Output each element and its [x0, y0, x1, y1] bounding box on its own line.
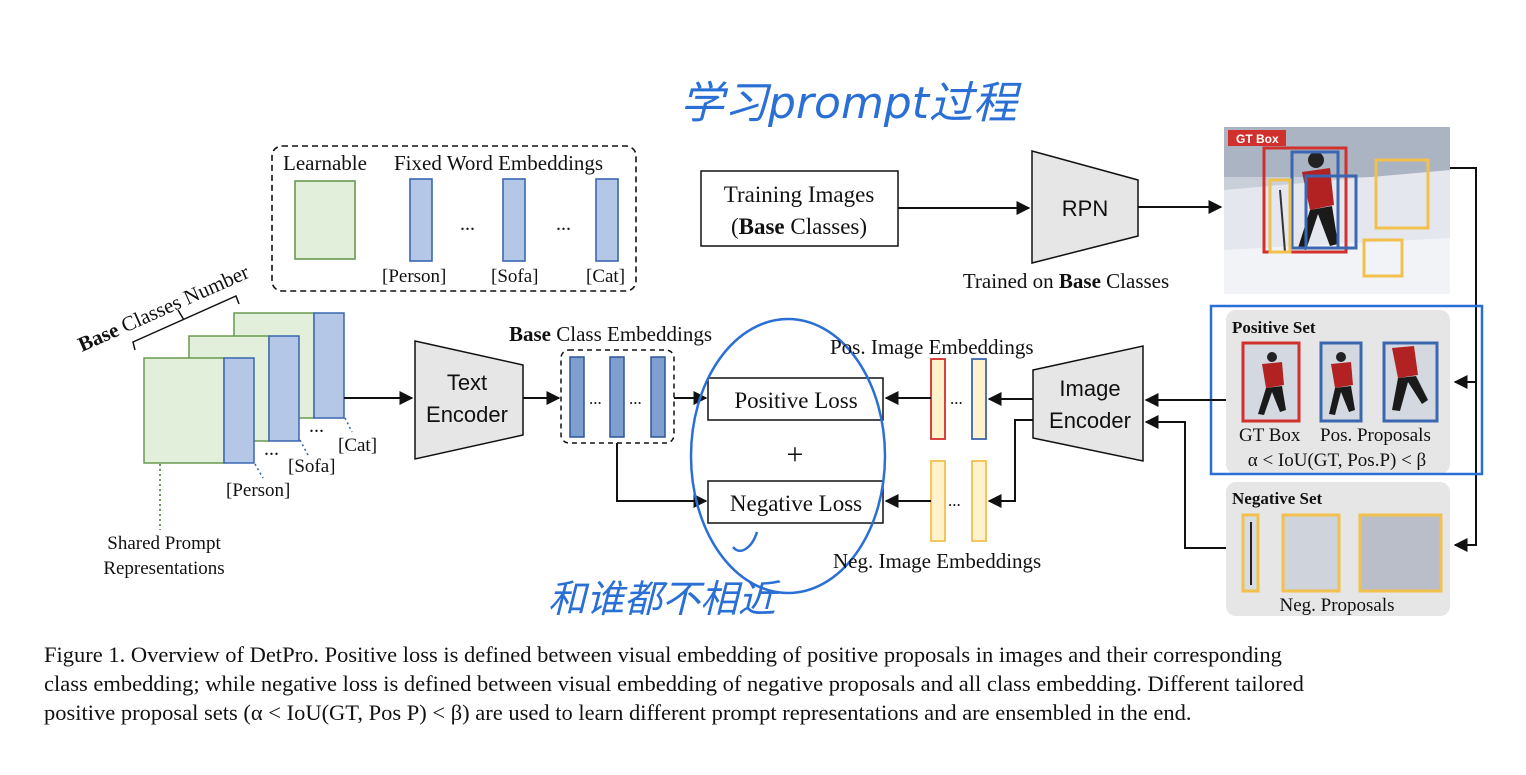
- ellipsis: ...: [460, 213, 475, 235]
- figure-caption: Figure 1. Overview of DetPro. Positive l…: [44, 640, 1484, 727]
- plus-sign: +: [787, 438, 804, 471]
- gt-box-tag: GT Box: [1236, 132, 1279, 146]
- ellipsis: ...: [556, 213, 571, 235]
- dots: ...: [950, 389, 963, 408]
- rpn-block: [1031, 150, 1139, 264]
- caption-line: Figure 1. Overview of DetPro. Positive l…: [44, 642, 1282, 667]
- sofa-word-embedding: [502, 178, 526, 262]
- detection-image: GT Box: [1224, 127, 1450, 294]
- person-word-embedding: [409, 178, 433, 262]
- dots: ...: [264, 438, 279, 460]
- arrow: [616, 443, 708, 508]
- shared-prompt-label: Representations: [103, 558, 224, 579]
- pos-proposal-crop: [1382, 341, 1439, 423]
- negative-loss-label: Negative Loss: [730, 491, 862, 516]
- gt-box-caption: GT Box: [1239, 425, 1301, 446]
- sofa-label: [Sofa]: [491, 266, 538, 287]
- person-label: [Person]: [382, 266, 446, 287]
- gt-crop: [1241, 341, 1301, 423]
- pos-proposal-crop: [1319, 341, 1363, 423]
- dots: ...: [948, 491, 961, 510]
- neg-embedding-vector: [971, 460, 987, 542]
- class-embedding-vector: [650, 356, 666, 438]
- handwritten-note-bottom: 和谁都不相近: [548, 577, 781, 621]
- arrow: [987, 419, 1033, 508]
- positive-set-highlight: [1209, 304, 1484, 476]
- arrow: [1144, 415, 1226, 549]
- arrow: [1450, 167, 1477, 389]
- handwritten-note-top: 学习prompt过程: [680, 78, 1022, 129]
- neg-embedding-vector: [930, 460, 946, 542]
- iou-condition: α < IoU(GT, Pos.P) < β: [1248, 450, 1426, 471]
- neg-proposal-crop: [1358, 513, 1443, 593]
- cat-label: [Cat]: [586, 266, 625, 287]
- dots: ...: [589, 389, 602, 408]
- learnable-label: Learnable: [283, 151, 367, 175]
- class-embeddings-label: Base Class Embeddings: [509, 322, 712, 346]
- neg-proposals-caption: Neg. Proposals: [1279, 595, 1394, 616]
- neg-proposal-crop: [1281, 513, 1341, 593]
- rpn-label: RPN: [1062, 196, 1108, 221]
- learnable-context-vector: [294, 180, 356, 260]
- class-embedding-vector: [569, 356, 585, 438]
- handwritten-ellipse: [689, 317, 887, 595]
- prompt-representation-stack: [143, 312, 353, 530]
- image-encoder: [1032, 345, 1144, 462]
- cat-word-embedding: [595, 178, 619, 262]
- fixed-embeddings-label: Fixed Word Embeddings: [394, 151, 603, 175]
- dots: ...: [629, 389, 642, 408]
- pos-embedding-vector: [930, 358, 946, 440]
- handwritten-stroke: [732, 531, 759, 552]
- person-label: [Person]: [226, 480, 290, 501]
- pos-proposals-caption: Pos. Proposals: [1320, 425, 1431, 446]
- text-encoder: [414, 340, 524, 460]
- image-encoder-label: Image: [1059, 376, 1120, 401]
- neg-image-embeddings-label: Neg. Image Embeddings: [833, 549, 1041, 573]
- text-encoder-label: Encoder: [426, 402, 508, 427]
- image-encoder-label: Encoder: [1049, 408, 1131, 433]
- brace: [132, 294, 240, 351]
- caption-line: positive proposal sets (α < IoU(GT, Pos …: [44, 700, 1192, 725]
- positive-set-title: Positive Set: [1232, 318, 1316, 337]
- pos-embedding-vector: [971, 358, 987, 440]
- shared-prompt-label: Shared Prompt: [107, 533, 221, 554]
- training-images-label: Training Images: [724, 182, 875, 207]
- pos-image-embeddings-label: Pos. Image Embeddings: [830, 335, 1034, 359]
- rpn-trained-label: Trained on Base Classes: [963, 269, 1169, 293]
- negative-loss-box: [707, 480, 884, 524]
- negative-set-title: Negative Set: [1232, 489, 1323, 508]
- class-embedding-vector: [609, 356, 625, 438]
- caption-line: class embedding; while negative loss is …: [44, 671, 1304, 696]
- positive-loss-label: Positive Loss: [734, 388, 857, 413]
- arrow: [1453, 382, 1477, 552]
- positive-loss-box: [707, 377, 884, 421]
- text-encoder-label: Text: [447, 370, 487, 395]
- sofa-label: [Sofa]: [288, 456, 335, 477]
- prompt-template-box: Learnable Fixed Word Embeddings ... ... …: [271, 145, 637, 292]
- training-images-box: [700, 170, 899, 247]
- cat-label: [Cat]: [338, 435, 377, 456]
- dots: ...: [309, 415, 324, 437]
- training-images-label: (Base Classes): [731, 214, 867, 239]
